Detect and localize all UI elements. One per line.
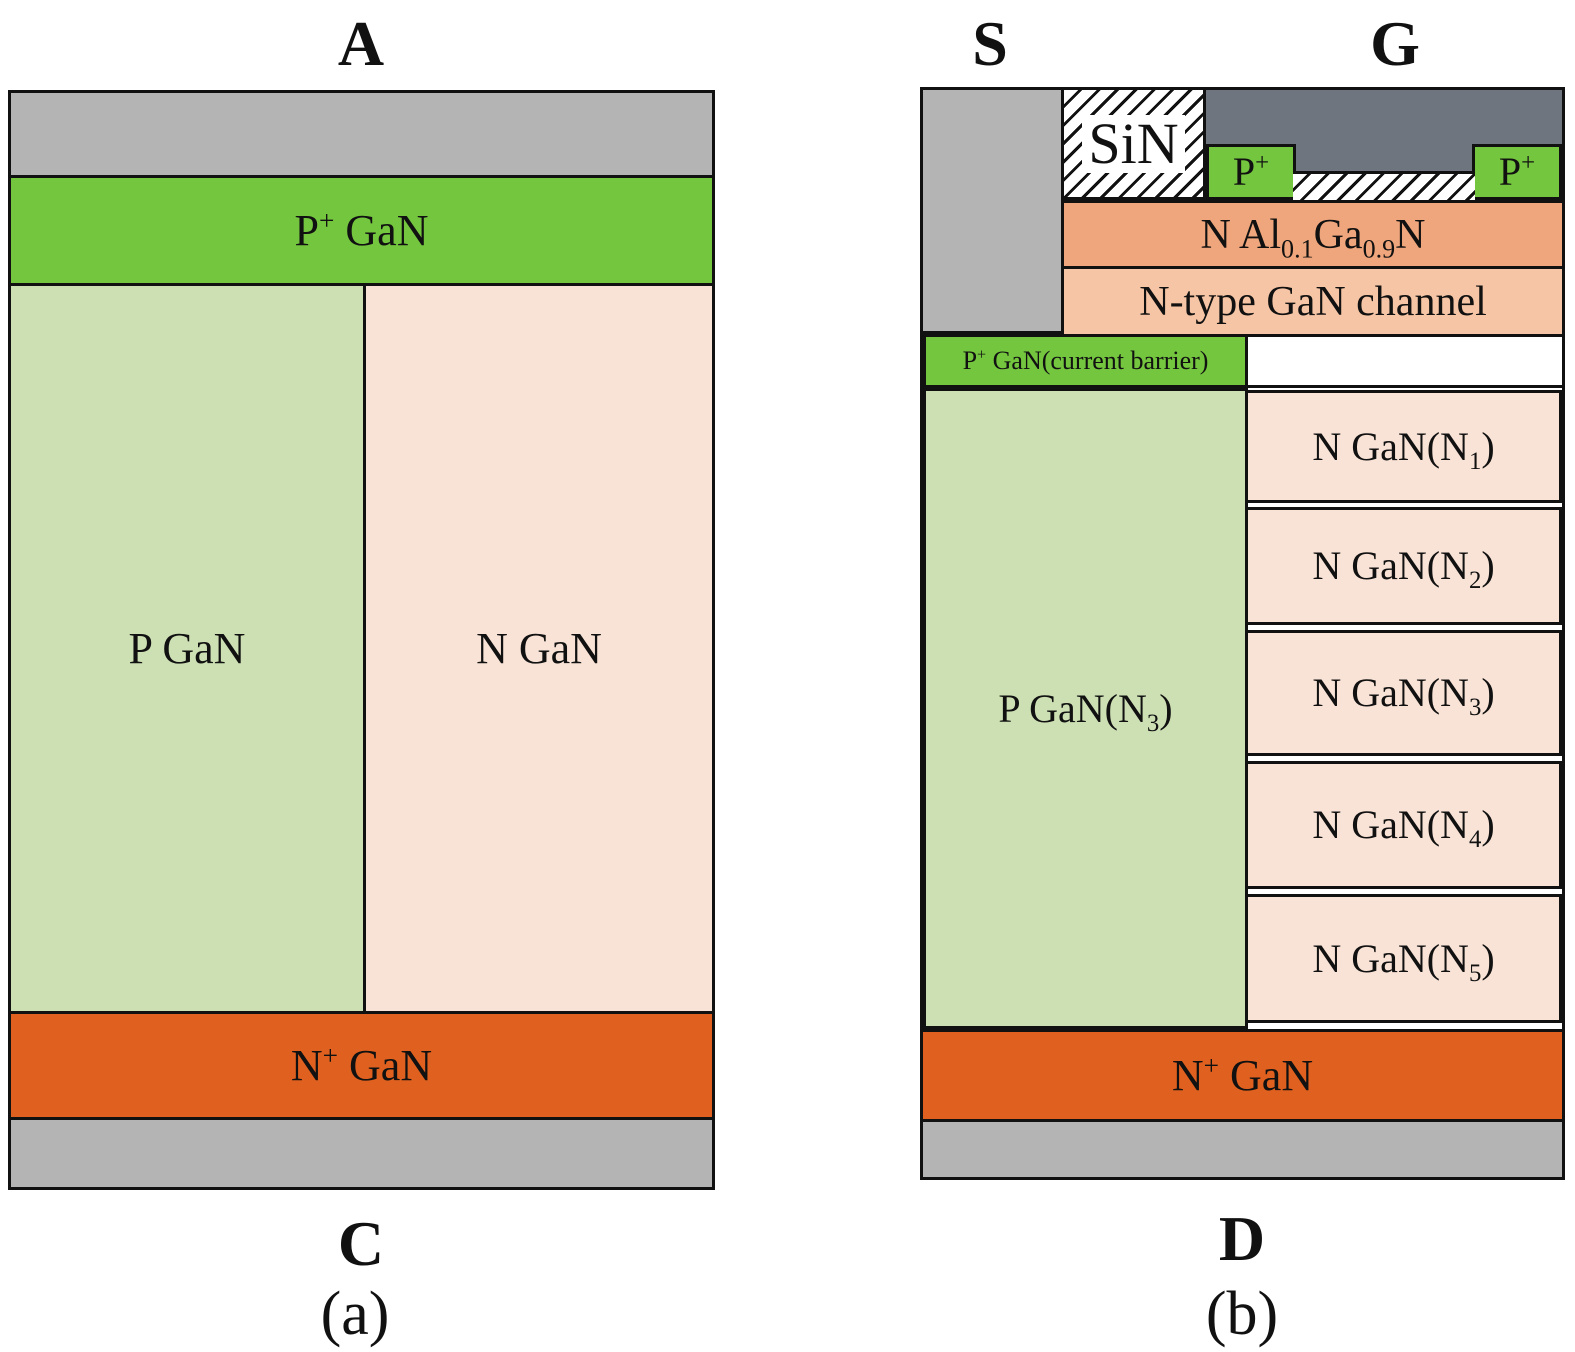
caption-b: (b) [1205,1280,1279,1348]
anode-label-a: A [337,8,385,79]
source-label-b: S [972,8,1008,79]
p-plus-island-left-b: P+ [1206,144,1296,200]
drain-label-b: D [1218,1203,1266,1274]
drain-metal-contact-b [923,1119,1562,1177]
algan-layer-b: N Al0.1Ga0.9N [1064,200,1562,266]
n-gan-pillar-a: N GaN [366,283,712,1011]
n-gan-layer-2-label-b: N GaN(N2) [1312,543,1495,594]
n-plus-gan-layer-a: N+ GaN [11,1011,712,1117]
n-gan-layer-4-label-b: N GaN(N4) [1312,802,1495,853]
etched-gap-region-b [1248,334,1562,388]
n-gan-layer-3-b: N GaN(N3) [1245,630,1562,756]
n-gan-layer-5-b: N GaN(N5) [1245,894,1562,1023]
cathode-label-a: C [337,1208,385,1279]
n-gan-layer-4-b: N GaN(N4) [1245,761,1562,889]
p-plus-gan-label-a: P+ GaN [294,204,429,255]
current-barrier-layer-b: P+ GaN(current barrier) [923,334,1248,388]
top-metal-contact-a [11,93,712,175]
device-a-outline: P+ GaN P GaN N GaN N+ GaN [8,90,715,1190]
n-plus-gan-label-b: N+ GaN [1171,1049,1314,1100]
n-gan-layer-1-b: N GaN(N1) [1245,390,1562,503]
n-plus-gan-layer-b: N+ GaN [923,1029,1562,1119]
p-gan-label-a: P GaN [128,623,246,673]
p-plus-gan-layer-a: P+ GaN [11,175,712,283]
caption-a: (a) [320,1280,390,1348]
current-barrier-label-b: P+ GaN(current barrier) [962,346,1209,375]
sin-label-b: SiN [1082,114,1185,173]
p-gan-pillar-label-b: P GaN(N3) [998,685,1173,737]
device-b-outline: SiN P+ P+ N Al0.1Ga0.9N N-type GaN chann… [920,87,1565,1180]
algan-label-b: N Al0.1Ga0.9N [1200,211,1426,263]
n-gan-layer-3-label-b: N GaN(N3) [1312,670,1495,721]
gate-label-b: G [1370,8,1420,79]
p-gan-pillar-b: P GaN(N3) [923,388,1248,1029]
gate-metal-step-b [1293,147,1480,174]
p-plus-right-label-b: P+ [1498,149,1536,194]
gan-channel-label-b: N-type GaN channel [1139,278,1487,325]
n-gan-layer-5-label-b: N GaN(N5) [1312,935,1495,987]
p-plus-left-label-b: P+ [1232,149,1270,194]
sin-passivation-b: SiN [1064,90,1206,200]
n-plus-gan-label-a: N+ GaN [290,1039,433,1090]
n-gan-label-a: N GaN [476,623,602,673]
n-gan-layer-2-b: N GaN(N2) [1245,507,1562,625]
gan-channel-layer-b: N-type GaN channel [1064,266,1562,334]
n-gan-layer-1-label-b: N GaN(N1) [1312,423,1495,475]
p-plus-island-right-b: P+ [1472,144,1562,200]
source-metal-contact-b [923,90,1064,334]
bottom-metal-contact-a [11,1117,712,1187]
gate-metal-top-b [1206,90,1562,147]
gate-dielectric-strip-b [1293,171,1475,200]
p-gan-pillar-a: P GaN [11,283,366,1011]
